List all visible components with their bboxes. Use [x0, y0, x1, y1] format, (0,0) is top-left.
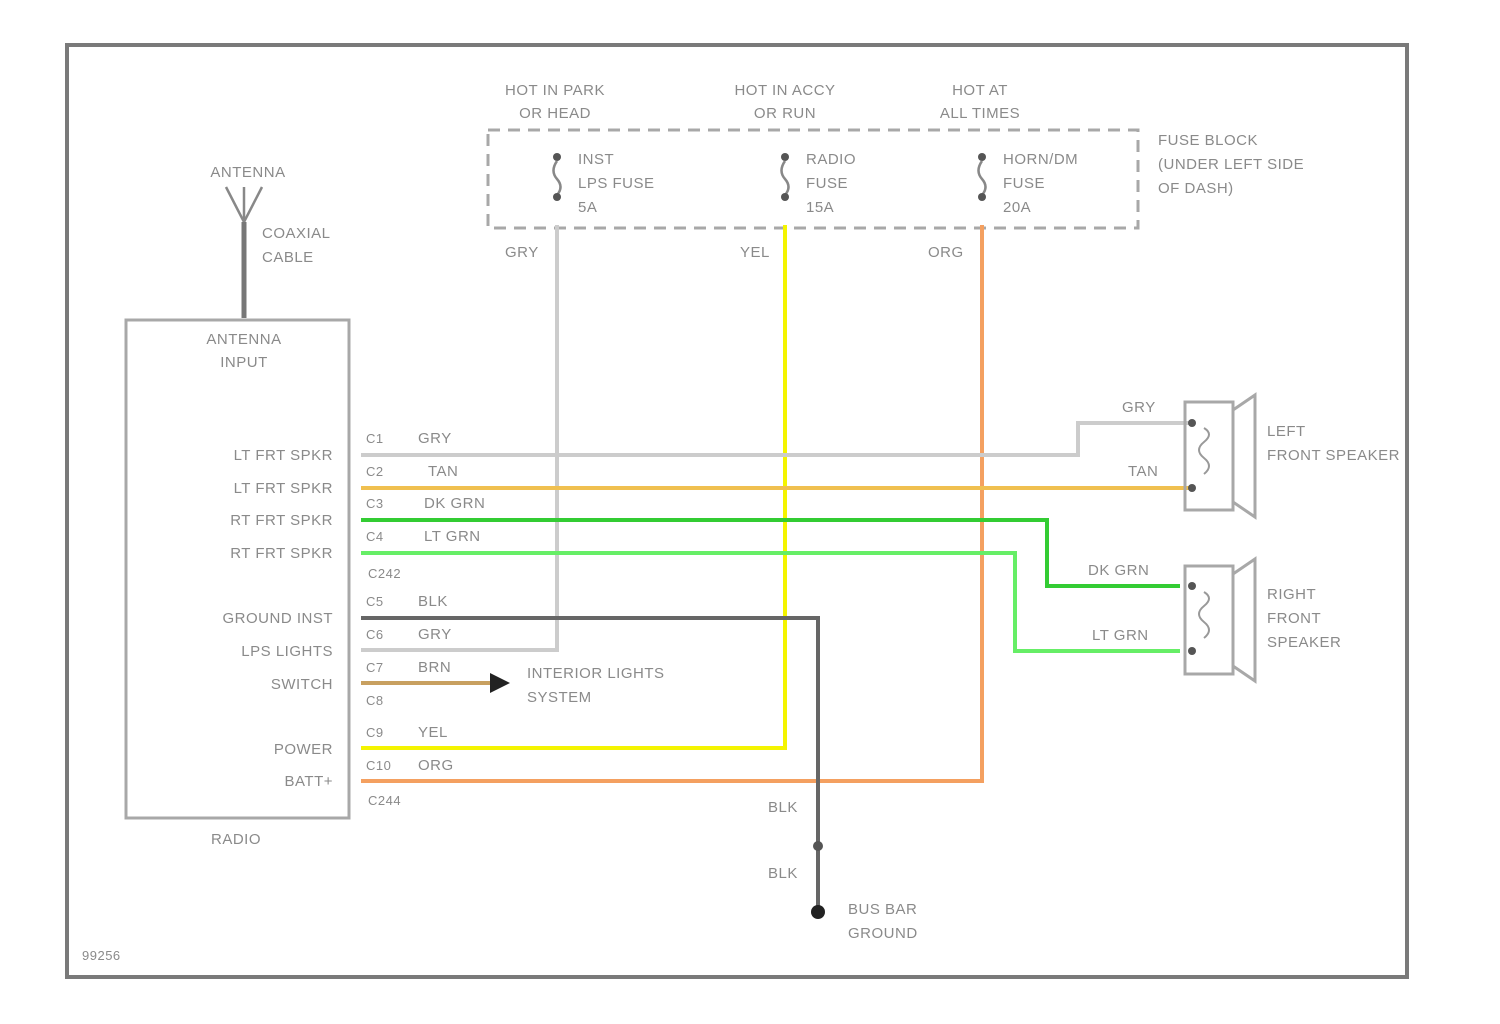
svg-text:RADIO: RADIO [806, 151, 856, 168]
svg-text:DK GRN: DK GRN [424, 495, 485, 512]
svg-text:POWER: POWER [274, 741, 333, 758]
wire-label-yel-fuse: YEL [740, 244, 770, 261]
svg-text:OR RUN: OR RUN [754, 105, 816, 122]
ground-icon [811, 905, 825, 919]
wire-label-gry-fuse: GRY [505, 244, 539, 261]
svg-text:ORG: ORG [418, 757, 454, 774]
svg-text:FRONT SPEAKER: FRONT SPEAKER [1267, 447, 1400, 464]
svg-text:ALL TIMES: ALL TIMES [940, 105, 1020, 122]
fuse-header-1: HOT IN PARK OR HEAD [505, 82, 605, 122]
svg-text:GRY: GRY [418, 626, 452, 643]
svg-text:ANTENNA: ANTENNA [206, 331, 281, 348]
svg-text:(UNDER LEFT SIDE: (UNDER LEFT SIDE [1158, 156, 1304, 173]
svg-text:SWITCH: SWITCH [271, 676, 333, 693]
svg-text:RT FRT SPKR: RT FRT SPKR [230, 545, 333, 562]
svg-text:C3: C3 [366, 496, 384, 511]
svg-text:ANTENNA: ANTENNA [210, 164, 285, 181]
svg-text:HOT IN PARK: HOT IN PARK [505, 82, 605, 99]
svg-text:FUSE BLOCK: FUSE BLOCK [1158, 132, 1258, 149]
svg-text:LPS FUSE: LPS FUSE [578, 175, 655, 192]
svg-text:C1: C1 [366, 431, 384, 446]
svg-text:HOT AT: HOT AT [952, 82, 1008, 99]
fuse-header-2: HOT IN ACCY OR RUN [734, 82, 835, 122]
svg-text:FUSE: FUSE [1003, 175, 1045, 192]
wire-label-left-tan: TAN [1128, 463, 1158, 480]
wire-label-left-gry: GRY [1122, 399, 1156, 416]
left-speaker-label: LEFT FRONT SPEAKER [1267, 423, 1400, 464]
left-speaker-icon [1185, 395, 1255, 517]
wire-label-blk-1: BLK [768, 799, 798, 816]
svg-text:C242: C242 [368, 566, 401, 581]
fuse-inst-lps: INST LPS FUSE 5A [553, 151, 655, 216]
svg-text:HOT IN ACCY: HOT IN ACCY [734, 82, 835, 99]
svg-text:RIGHT: RIGHT [1267, 586, 1316, 603]
svg-text:GROUND: GROUND [848, 925, 918, 942]
interior-lights-label: INTERIOR LIGHTS SYSTEM [527, 665, 665, 706]
svg-text:OF DASH): OF DASH) [1158, 180, 1234, 197]
svg-text:FUSE: FUSE [806, 175, 848, 192]
splice-dot [813, 841, 823, 851]
radio-pin-functions: LT FRT SPKR LT FRT SPKR RT FRT SPKR RT F… [223, 447, 334, 790]
wire-label-org-fuse: ORG [928, 244, 964, 261]
fuse-horn-dm: HORN/DM FUSE 20A [978, 151, 1078, 216]
svg-text:GRY: GRY [418, 430, 452, 447]
svg-text:BATT+: BATT+ [285, 773, 333, 790]
wire-label-blk-2: BLK [768, 865, 798, 882]
svg-text:15A: 15A [806, 199, 834, 216]
svg-text:C5: C5 [366, 594, 384, 609]
fuse-block-label: FUSE BLOCK (UNDER LEFT SIDE OF DASH) [1158, 132, 1304, 197]
bus-bar-ground-label: BUS BAR GROUND [848, 901, 918, 942]
svg-text:INPUT: INPUT [220, 354, 268, 371]
svg-text:C8: C8 [366, 693, 384, 708]
antenna-input-label: ANTENNA INPUT [206, 331, 281, 371]
svg-text:C2: C2 [366, 464, 384, 479]
fuse-header-3: HOT AT ALL TIMES [940, 82, 1020, 122]
svg-text:BRN: BRN [418, 659, 451, 676]
svg-text:RT FRT SPKR: RT FRT SPKR [230, 512, 333, 529]
right-speaker-label: RIGHT FRONT SPEAKER [1267, 586, 1341, 651]
svg-text:LT FRT SPKR: LT FRT SPKR [234, 447, 333, 464]
svg-text:COAXIAL: COAXIAL [262, 225, 331, 242]
svg-text:C4: C4 [366, 529, 384, 544]
svg-text:5A: 5A [578, 199, 597, 216]
svg-text:LT GRN: LT GRN [424, 528, 481, 545]
figure-id: 99256 [82, 948, 121, 963]
svg-text:C244: C244 [368, 793, 401, 808]
svg-text:INTERIOR LIGHTS: INTERIOR LIGHTS [527, 665, 665, 682]
svg-text:BUS BAR: BUS BAR [848, 901, 917, 918]
svg-text:C10: C10 [366, 758, 391, 773]
svg-text:HORN/DM: HORN/DM [1003, 151, 1078, 168]
fuse-radio: RADIO FUSE 15A [781, 151, 856, 216]
svg-text:C7: C7 [366, 660, 384, 675]
svg-text:C6: C6 [366, 627, 384, 642]
svg-text:LT FRT SPKR: LT FRT SPKR [234, 480, 333, 497]
radio-label: RADIO [211, 831, 261, 848]
wire-label-right-dkgrn: DK GRN [1088, 562, 1149, 579]
svg-text:YEL: YEL [418, 724, 448, 741]
svg-text:C9: C9 [366, 725, 384, 740]
svg-text:BLK: BLK [418, 593, 448, 610]
svg-text:SYSTEM: SYSTEM [527, 689, 592, 706]
radio-pin-wires: GRY TAN DK GRN LT GRN BLK GRY BRN YEL OR… [418, 430, 485, 774]
svg-text:GROUND INST: GROUND INST [223, 610, 334, 627]
svg-text:INST: INST [578, 151, 614, 168]
svg-text:20A: 20A [1003, 199, 1031, 216]
wire-label-right-ltgrn: LT GRN [1092, 627, 1149, 644]
svg-text:TAN: TAN [428, 463, 458, 480]
svg-text:SPEAKER: SPEAKER [1267, 634, 1341, 651]
arrow-icon [490, 673, 510, 693]
svg-text:OR HEAD: OR HEAD [519, 105, 591, 122]
svg-text:CABLE: CABLE [262, 249, 314, 266]
right-speaker-icon [1185, 559, 1255, 681]
svg-text:LEFT: LEFT [1267, 423, 1306, 440]
coaxial-cable-label: COAXIAL CABLE [262, 225, 331, 266]
svg-text:FRONT: FRONT [1267, 610, 1321, 627]
svg-text:LPS LIGHTS: LPS LIGHTS [241, 643, 333, 660]
